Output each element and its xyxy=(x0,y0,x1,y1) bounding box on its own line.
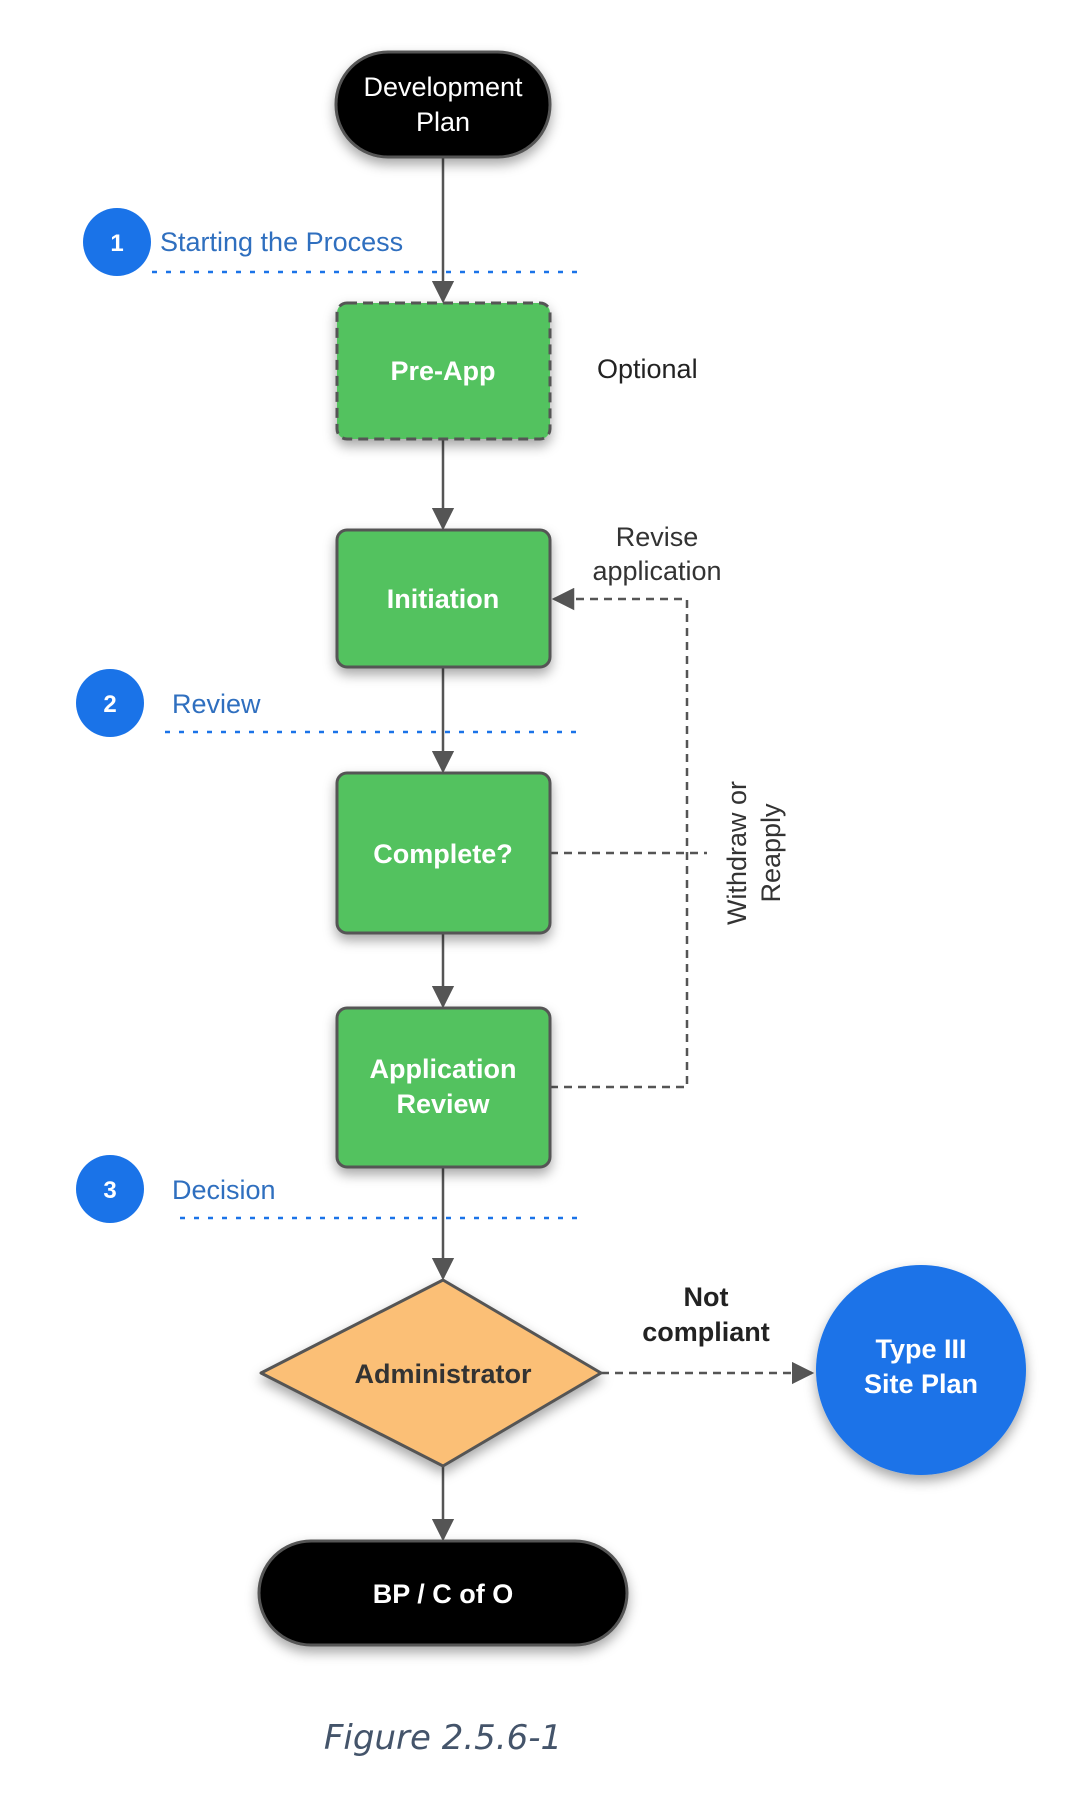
decision-label: Administrator xyxy=(354,1359,532,1389)
connector-loop-vertical xyxy=(550,587,689,1089)
step-application-review-line-2: Review xyxy=(396,1089,490,1119)
section-2-label: Review xyxy=(172,689,261,719)
not-compliant-line-1: Not xyxy=(684,1282,729,1312)
step-complete: Complete? xyxy=(335,771,552,935)
withdraw-label: Withdraw or Reapply xyxy=(722,781,786,925)
revise-label-line-2: application xyxy=(592,556,721,586)
section-1-marker: 1 Starting the Process xyxy=(83,208,403,276)
section-3-number: 3 xyxy=(103,1177,116,1204)
section-3-marker: 3 Decision xyxy=(76,1155,276,1223)
type-iii-line-2: Site Plan xyxy=(864,1369,978,1399)
start-node-line-2: Plan xyxy=(416,107,470,137)
step-pre-app: Pre-App xyxy=(335,301,552,441)
end-node-label: BP / C of O xyxy=(373,1579,514,1609)
start-node-development-plan: Development Plan xyxy=(334,50,552,159)
withdraw-label-line-2: Reapply xyxy=(756,803,786,903)
step-initiation: Initiation xyxy=(335,528,552,669)
start-node-line-1: Development xyxy=(363,72,523,102)
section-1-number: 1 xyxy=(110,230,123,257)
figure-caption: Figure 2.5.6-1 xyxy=(323,1718,563,1758)
section-3-label: Decision xyxy=(172,1175,276,1205)
step-complete-label: Complete? xyxy=(373,839,513,869)
step-application-review: Application Review xyxy=(335,1006,552,1169)
optional-note: Optional xyxy=(597,354,698,384)
step-application-review-line-1: Application xyxy=(370,1054,517,1084)
decision-administrator: Administrator xyxy=(259,1278,603,1468)
step-pre-app-label: Pre-App xyxy=(390,356,495,386)
revise-label-line-1: Revise xyxy=(616,522,699,552)
not-compliant-line-2: compliant xyxy=(642,1317,770,1347)
section-1-label: Starting the Process xyxy=(160,227,403,257)
end-node-bp-c-of-o: BP / C of O xyxy=(257,1539,629,1647)
section-2-number: 2 xyxy=(103,691,116,718)
withdraw-label-line-1: Withdraw or xyxy=(722,781,752,925)
step-initiation-label: Initiation xyxy=(387,584,499,614)
type-iii-line-1: Type III xyxy=(875,1334,966,1364)
outcome-type-iii-site-plan: Type III Site Plan xyxy=(816,1265,1026,1475)
section-2-marker: 2 Review xyxy=(76,669,261,737)
